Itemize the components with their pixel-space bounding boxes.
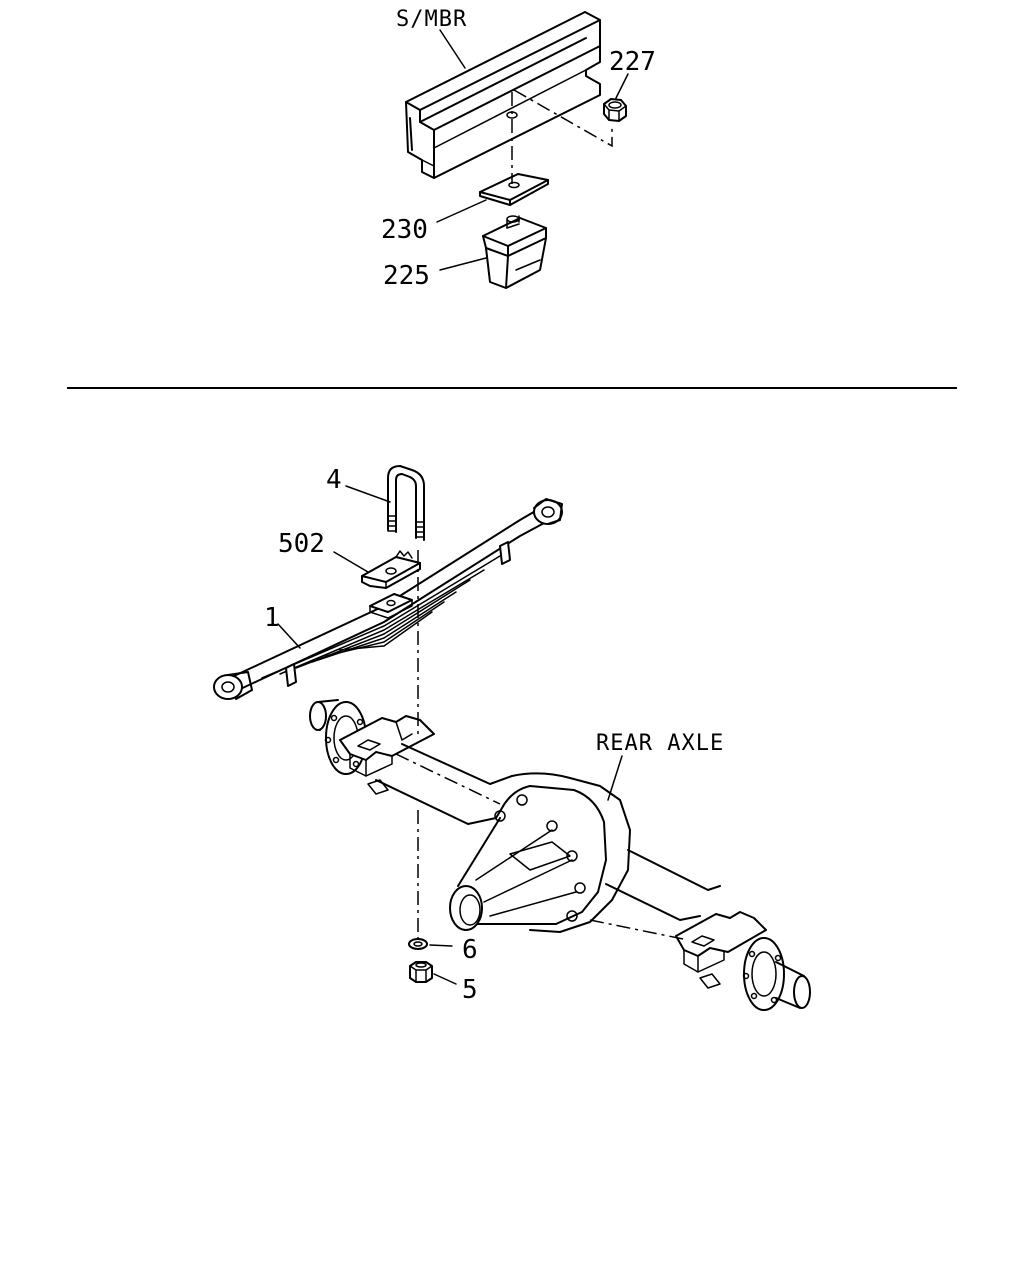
label-5: 5 (462, 975, 478, 1005)
leaf-spring-1 (213, 498, 563, 700)
bottom-centerlines (395, 550, 689, 941)
label-227: 227 (609, 47, 656, 77)
label-502: 502 (278, 529, 325, 559)
label-1: 1 (264, 603, 280, 633)
bumper-225 (482, 215, 547, 289)
label-4: 4 (326, 465, 342, 495)
washer-6 (408, 938, 428, 950)
label-225: 225 (383, 261, 430, 291)
rear-axle (309, 699, 811, 1011)
subframe-member (405, 11, 601, 179)
bottom-leaders (277, 485, 623, 985)
label-rear-axle: REAR AXLE (596, 731, 724, 756)
nut-5 (409, 961, 433, 983)
nut-227 (603, 98, 627, 122)
plate-230 (479, 173, 549, 206)
label-subframe: S/MBR (396, 7, 467, 32)
u-bolt-4 (387, 465, 425, 541)
top-leaders (436, 29, 629, 271)
spring-seat-502 (361, 550, 421, 589)
label-230: 230 (381, 215, 428, 245)
top-centerlines (511, 89, 613, 184)
label-6: 6 (462, 935, 478, 965)
